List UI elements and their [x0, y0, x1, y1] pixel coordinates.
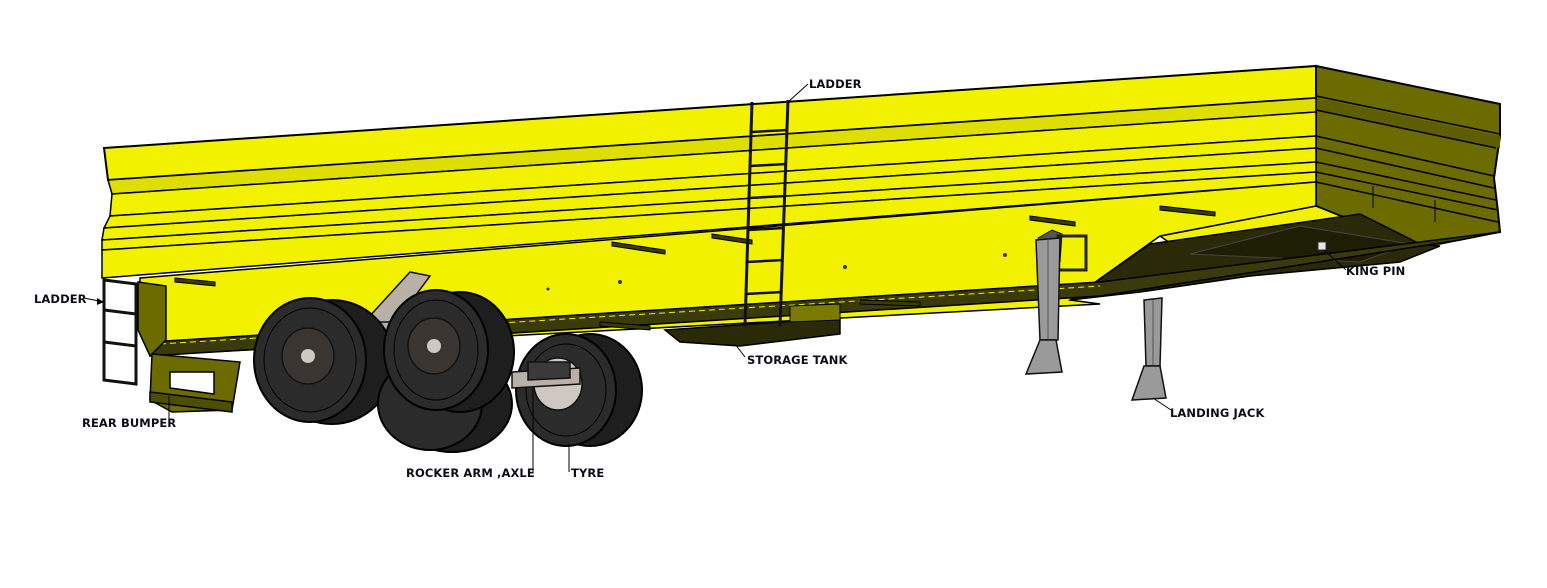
king-pin: [1317, 241, 1327, 251]
front-end-panel: [1315, 64, 1502, 248]
arrow-head-icon: [97, 298, 104, 305]
label-landing-jack: LANDING JACK: [1170, 406, 1265, 420]
wheel-rear-left: [253, 297, 395, 425]
wheel-front-right: [515, 333, 643, 447]
side-ladder: [743, 99, 790, 327]
axle: [511, 361, 581, 389]
landing-jack-front: [1130, 297, 1167, 401]
rear-ladder: [102, 278, 167, 386]
label-ladder-top: LADDER: [809, 77, 862, 91]
label-king-pin: KING PIN: [1346, 264, 1406, 278]
landing-jack-rear: [1024, 229, 1088, 375]
storage-tank: [663, 303, 841, 347]
label-rear-bumper: REAR BUMPER: [82, 416, 177, 430]
label-rocker-arm-axle: ROCKER ARM ,AXLE: [406, 466, 535, 480]
label-tyre: TYRE: [571, 466, 605, 480]
rear-bumper: [149, 353, 241, 413]
wheel-rear-center: [383, 289, 515, 413]
label-ladder-rear: LADDER: [34, 292, 87, 306]
label-storage-tank: STORAGE TANK: [747, 353, 848, 367]
